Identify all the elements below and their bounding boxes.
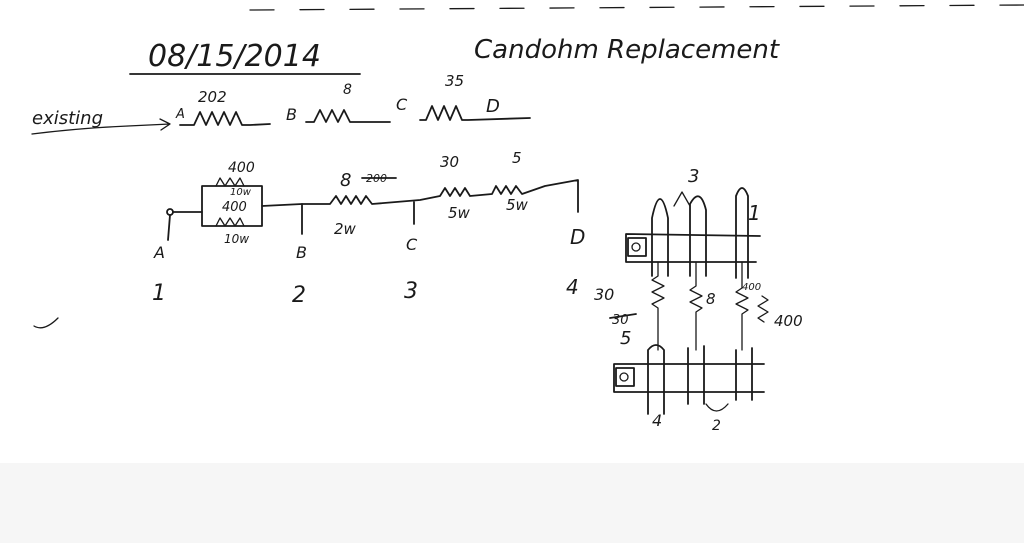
assembly-right-resistor bbox=[735, 261, 749, 351]
parallel-bottom-rating: 10w bbox=[224, 232, 249, 246]
strap-right bbox=[735, 187, 753, 401]
strap-left bbox=[647, 198, 669, 415]
assembly-right-outer-value: 400 bbox=[774, 312, 803, 330]
existing-r1-value: 202 bbox=[198, 88, 227, 106]
assembly-middle-resistor bbox=[689, 261, 703, 351]
assembly-top-bar bbox=[625, 233, 761, 263]
assembly-bottom-bar bbox=[613, 363, 765, 393]
top-mount-hole bbox=[631, 242, 641, 252]
r-cd2-rating: 5w bbox=[506, 196, 529, 214]
scan-mark bbox=[33, 317, 59, 329]
bottom-mount-tab bbox=[615, 367, 635, 387]
r-cd1-value: 30 bbox=[440, 153, 459, 171]
assembly-top-caret bbox=[673, 191, 691, 207]
assembly-left-strike bbox=[609, 313, 637, 319]
terminal-3: 3 bbox=[404, 279, 418, 304]
node-a-lead bbox=[167, 214, 171, 241]
parallel-resistor-top bbox=[215, 177, 245, 187]
existing-r3-value: 35 bbox=[445, 72, 464, 90]
top-dashed-line bbox=[249, 4, 1024, 11]
existing-wire bbox=[179, 105, 531, 126]
existing-node-b: B bbox=[286, 105, 297, 124]
assembly-right-outer-resistor bbox=[757, 295, 769, 323]
title-text: Candohm Replacement bbox=[474, 35, 780, 65]
node-b-label: B bbox=[296, 243, 307, 262]
parallel-frame bbox=[201, 185, 263, 227]
date-text: 08/15/2014 bbox=[148, 39, 321, 74]
assembly-left-resistor bbox=[651, 261, 665, 351]
parallel-top-rating: 10w bbox=[230, 187, 252, 198]
scan-margin bbox=[0, 463, 1024, 543]
existing-arrow bbox=[31, 118, 171, 135]
terminal-1: 1 bbox=[152, 281, 166, 306]
existing-node-d: D bbox=[486, 96, 500, 117]
main-bus bbox=[261, 179, 579, 213]
assembly-top-right-label: 1 bbox=[748, 201, 761, 225]
existing-r2-value: 8 bbox=[343, 82, 352, 98]
existing-node-c: C bbox=[396, 95, 408, 114]
assembly-left-value-2: 5 bbox=[620, 328, 631, 349]
node-d-label: D bbox=[570, 225, 585, 249]
parallel-resistor-bottom bbox=[215, 217, 245, 227]
bottom-mount-hole bbox=[619, 372, 629, 382]
strap-middle bbox=[687, 195, 707, 405]
assembly-bottom-mid-label: 2 bbox=[712, 418, 721, 434]
assembly-bottom-left-label: 4 bbox=[652, 411, 662, 430]
existing-label: existing bbox=[32, 108, 103, 129]
assembly-top-label: 3 bbox=[688, 166, 699, 187]
r-bc-value: 8 bbox=[340, 170, 351, 191]
node-a-label: A bbox=[153, 243, 165, 262]
assembly-middle-value: 8 bbox=[706, 290, 716, 308]
r-cd1-rating: 5w bbox=[448, 204, 471, 222]
parallel-top-value: 400 bbox=[228, 160, 255, 176]
r-cd2-value: 5 bbox=[512, 149, 522, 167]
assembly-side-number: 4 bbox=[566, 275, 579, 299]
parallel-bottom-value: 400 bbox=[222, 200, 247, 215]
top-mount-tab bbox=[627, 237, 647, 257]
r-bc-rating: 2w bbox=[334, 220, 357, 238]
node-c-label: C bbox=[406, 235, 418, 254]
existing-node-a: A bbox=[175, 107, 185, 122]
assembly-left-value: 30 bbox=[594, 285, 614, 304]
assembly-right-inner-value: 400 bbox=[742, 282, 761, 293]
terminal-2: 2 bbox=[292, 283, 306, 308]
assembly-bottom-brace bbox=[705, 403, 729, 412]
